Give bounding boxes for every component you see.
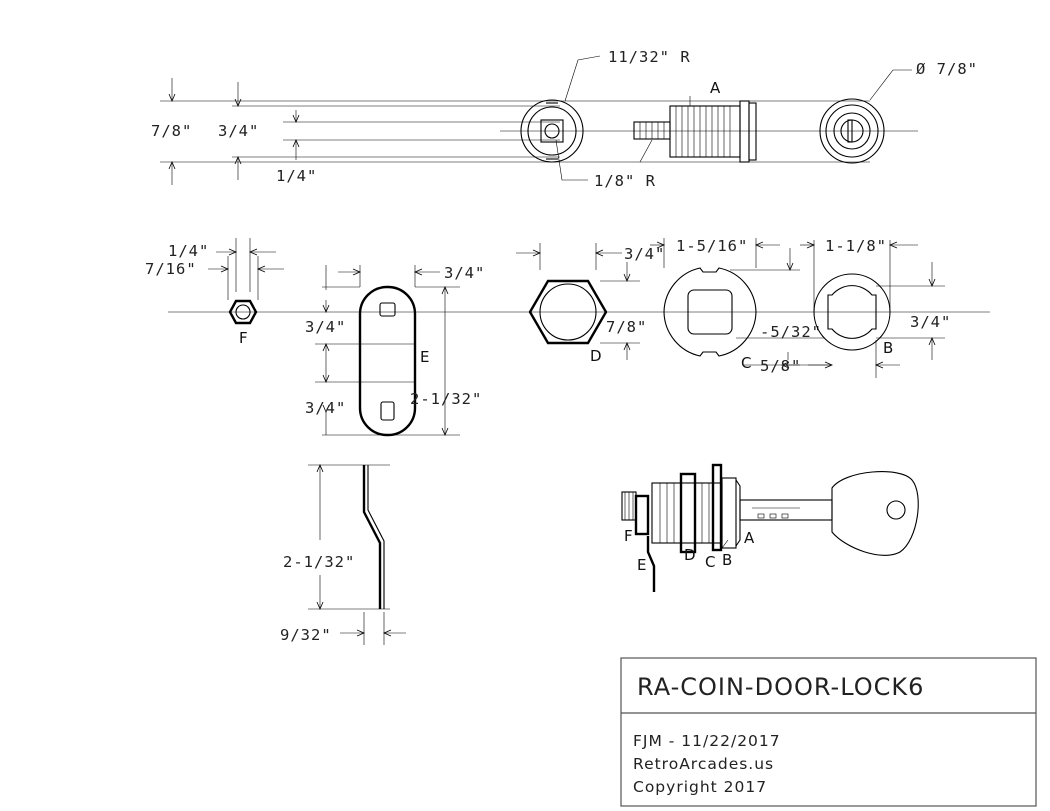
label-d-part: D [590, 347, 602, 365]
c-dim-5-32: -5/32" [760, 323, 822, 341]
e-dim-3-4-a: 3/4" [305, 318, 346, 336]
d-dim-3-4: 3/4" [624, 245, 665, 263]
e-dim-length: 2-1/32" [410, 390, 482, 408]
cam-dim-thickness: 9/32" [280, 626, 332, 644]
dim-radius-small: 1/8" R [594, 172, 656, 190]
part-e-cam: 3/4" 3/4" 3/4" E 2-1/32" [305, 264, 485, 437]
asm-label-a: A [744, 529, 755, 547]
asm-label-b: B [722, 551, 732, 569]
asm-label-d: D [684, 546, 696, 564]
part-b-washer: 1-1/8" 3/4" B [800, 237, 951, 378]
dim-diameter: Ø 7/8" [916, 60, 978, 78]
c-dim-5-8: 5/8" [760, 357, 801, 375]
parts-row: 1/4" 7/16" F [145, 237, 990, 437]
dim-1-4-top: 1/4" [276, 167, 317, 185]
label-c-part: C [741, 354, 751, 372]
part-c-washer: 1-5/16" -5/32" C 5/8" [650, 237, 834, 375]
f-dim-1-4: 1/4" [168, 242, 209, 260]
label-a-top: A [710, 79, 721, 97]
cam-side-view: 2-1/32" 9/32" [280, 463, 406, 645]
dim-7-8-top: 7/8" [151, 122, 192, 140]
asm-label-c: C [705, 553, 715, 571]
drawing-title: RA-COIN-DOOR-LOCK6 [637, 673, 924, 701]
c-dim-width: 1-5/16" [676, 237, 748, 255]
d-dim-7-8: 7/8" [606, 318, 647, 336]
label-e-part: E [420, 348, 429, 366]
e-dim-3-4-top: 3/4" [444, 264, 485, 282]
thread-hatch [639, 122, 665, 139]
b-dim-3-4: 3/4" [910, 313, 951, 331]
dim-radius-top: 11/32" R [608, 48, 691, 66]
asm-label-e: E [637, 556, 646, 574]
top-view: 11/32" R A Ø 7/8" 7/8" 3/4" 1/4" 1/8" R [151, 48, 978, 190]
cam-dim-length: 2-1/32" [283, 553, 355, 571]
label-b-part: B [883, 339, 893, 357]
f-dim-7-16: 7/16" [145, 260, 197, 278]
part-d-hex-nut: 3/4" 7/8" D [516, 243, 665, 365]
assembly-view: F D C B A E [621, 463, 919, 592]
author-date: FJM - 11/22/2017 [633, 732, 781, 750]
part-f-nut: 1/4" 7/16" F [145, 238, 284, 347]
body-thread-hatch [675, 106, 731, 157]
label-f-part: F [239, 329, 248, 347]
title-block: RA-COIN-DOOR-LOCK6 FJM - 11/22/2017 Retr… [620, 657, 1037, 807]
website: RetroArcades.us [633, 755, 774, 773]
asm-label-f: F [624, 527, 633, 545]
dim-3-4-top: 3/4" [218, 122, 259, 140]
copyright: Copyright 2017 [633, 778, 767, 796]
b-dim-width: 1-1/8" [825, 237, 887, 255]
e-dim-3-4-b: 3/4" [305, 399, 346, 417]
